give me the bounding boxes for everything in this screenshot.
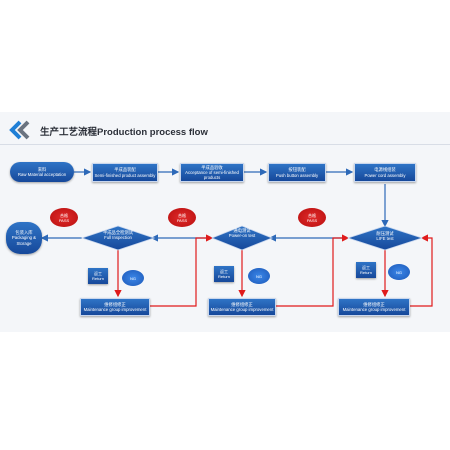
- node-power-cord: 电源线组装 Power cord assembly: [354, 163, 416, 182]
- power-on-cn: 通电测试: [233, 228, 251, 233]
- semi-acceptance-cn: 半成品验收: [201, 164, 223, 170]
- page-title: 生产工艺流程Production process flow: [40, 127, 208, 138]
- push-button-en: Push button assembly: [275, 172, 319, 178]
- life-test-cn: 耐压测试: [376, 231, 394, 236]
- ng-badge: NG: [388, 264, 410, 280]
- maintenance-box: 维修组修正 Maintenance group improvement: [338, 298, 410, 316]
- return-box: 返工 Return: [214, 266, 234, 282]
- diamond-power-on: [210, 225, 274, 251]
- packaging-cn: 包装入库: [15, 230, 33, 236]
- diamond-full-inspection: [80, 225, 156, 251]
- semi-assembly-en: Semi-finished product assembly: [94, 172, 156, 178]
- full-inspection-cn: 半成品全检测试: [102, 230, 134, 235]
- full-inspection-en: Full Inspection: [104, 235, 132, 241]
- diamond-life-test: [346, 225, 424, 251]
- pass-badge: 合格 PASS: [50, 208, 78, 227]
- title-divider: [0, 144, 450, 145]
- node-raw-material: 来料 Raw Material acceptation: [10, 162, 74, 182]
- chevron-logo-icon: [9, 120, 30, 140]
- return-box: 返工 Return: [356, 262, 376, 278]
- push-button-cn: 按钮装配: [288, 167, 306, 173]
- pass-badge: 合格 PASS: [168, 208, 196, 227]
- return-loop-life: [410, 234, 433, 307]
- power-cord-en: Power cord assembly: [364, 172, 406, 178]
- ng-badge: NG: [248, 268, 270, 284]
- semi-acceptance-en: Acceptance of semi-finished products: [185, 169, 239, 181]
- raw-material-en: Raw Material acceptation: [17, 172, 67, 177]
- return-box: 返工 Return: [88, 268, 108, 284]
- pass-badge: 合格 PASS: [298, 208, 326, 227]
- life-test-en: LIFE test: [376, 236, 394, 242]
- power-cord-cn: 电源线组装: [374, 167, 396, 173]
- node-push-button: 按钮装配 Push button assembly: [268, 163, 326, 182]
- semi-assembly-cn: 半成品装配: [114, 167, 136, 173]
- maintenance-box: 维修组修正 Maintenance group improvement: [80, 298, 150, 316]
- node-packaging: 包装入库 Packaging & Storage: [6, 222, 42, 254]
- power-on-label: 通电测试 Power-on test: [222, 228, 262, 238]
- node-semi-assembly: 半成品装配 Semi-finished product assembly: [92, 163, 158, 182]
- life-test-label: 耐压测试 LIFE test: [360, 231, 410, 241]
- packaging-en: Packaging & Storage: [11, 235, 37, 246]
- power-on-en: Power-on test: [228, 233, 256, 239]
- return-loop-inspection: [150, 234, 214, 307]
- maintenance-box: 维修组修正 Maintenance group improvement: [208, 298, 276, 316]
- return-loop-power: [276, 234, 350, 307]
- raw-material-cn: 来料: [37, 166, 47, 172]
- node-semi-acceptance: 半成品验收 Acceptance of semi-finished produc…: [180, 163, 244, 182]
- ng-badge: NG: [122, 270, 144, 286]
- full-inspection-label: 半成品全检测试 Full Inspection: [90, 230, 146, 240]
